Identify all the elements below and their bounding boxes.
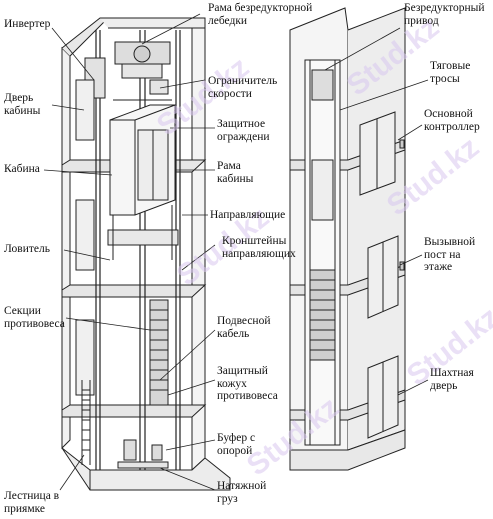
label-buffer-with-support: Буфер с опорой [217,432,256,457]
pit-ladder [81,380,91,465]
label-guides: Направляющие [210,209,286,221]
label-pit-ladder: Лестница в приямке [4,490,60,515]
label-main-controller: Основной контроллер [424,108,480,133]
label-counterweight-sections: Секции противовеса [4,305,65,330]
label-speed-limiter: Ограничитель скорости [208,75,278,100]
label-call-post: Вызывной пост на этаже [424,236,476,273]
label-guide-brackets: Кронштейны направляющих [222,235,296,260]
left-guide-rails [95,30,181,470]
label-shaft-door: Шахтная дверь [430,367,474,392]
label-cabin-frame: Рама кабины [217,160,254,185]
right-inner-structure [304,59,341,446]
label-counterweight-cover: Защитный кожух противовеса [217,365,278,402]
label-cabin-door: Дверь кабины [4,92,41,117]
label-traction-ropes: Тяговые тросы [430,60,471,85]
left-buffer [117,439,169,469]
left-winch [84,41,171,99]
label-protective-guard: Защитное ограждени [217,118,270,143]
leader-lines [43,13,429,491]
label-cabin: Кабина [4,163,40,175]
label-tension-weight: Натяжной груз [217,480,267,505]
right-landing-doors [359,111,405,439]
label-inverter: Инвертер [4,18,51,30]
label-safety-catcher: Ловитель [4,243,50,255]
label-gearless-drive: Безредукторный привод [404,2,485,27]
left-counterweight [149,299,169,406]
left-cabin [107,99,179,260]
left-landing-doors [75,79,95,396]
label-hanging-cable: Подвесной кабель [217,315,271,340]
label-gearless-winch-frame: Рама безредукторной лебедки [208,2,313,27]
